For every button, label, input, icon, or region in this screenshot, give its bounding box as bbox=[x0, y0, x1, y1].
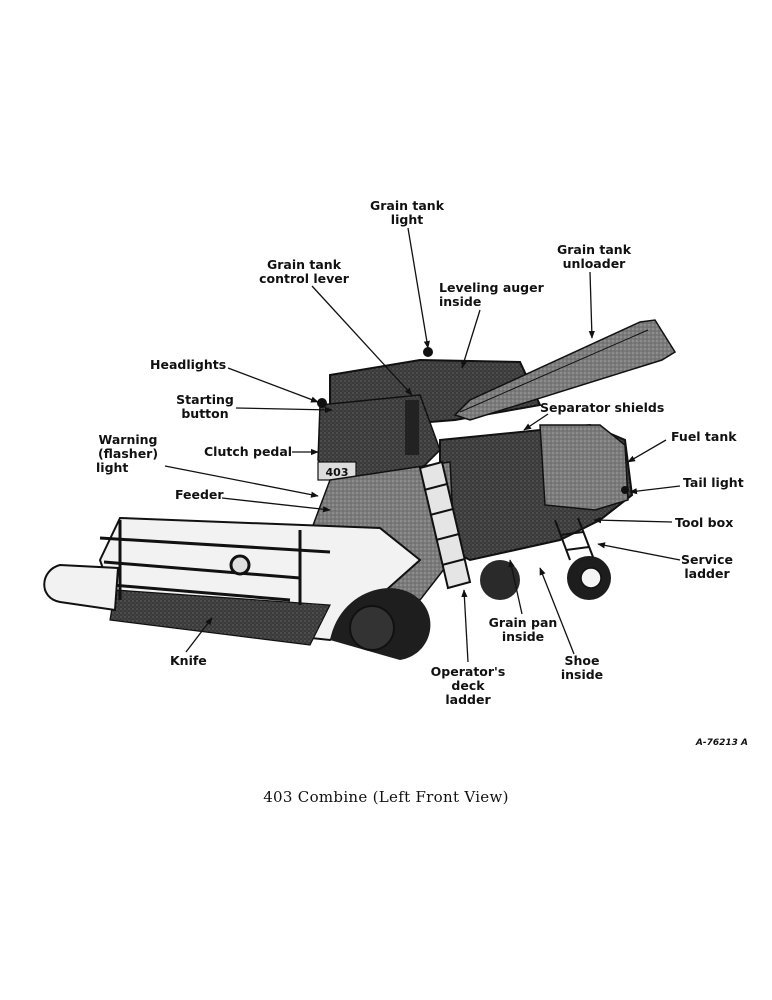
label-leveling-auger: Leveling auger inside bbox=[439, 280, 544, 309]
label-clutch-pedal: Clutch pedal bbox=[204, 444, 293, 459]
label-knife: Knife bbox=[170, 653, 207, 668]
label-starting-button: Starting button bbox=[176, 392, 234, 421]
label-grain-tank-unloader: Grain tank unloader bbox=[556, 242, 632, 271]
label-warning-light: Warning (flasher) light bbox=[96, 432, 159, 475]
steering-column bbox=[405, 400, 419, 455]
label-service-ladder: Service ladder bbox=[681, 552, 733, 581]
leader-grain-tank-control-lever bbox=[311, 285, 413, 396]
leader-shoe bbox=[539, 567, 575, 655]
leader-fuel-tank bbox=[627, 439, 667, 463]
leader-warning-light bbox=[164, 465, 319, 498]
label-grain-tank-light: Grain tank light bbox=[369, 198, 445, 227]
leader-grain-pan bbox=[508, 559, 523, 615]
leader-grain-tank-unloader bbox=[588, 271, 595, 339]
label-grain-tank-control-lever: Grain tank control lever bbox=[259, 257, 349, 286]
reel bbox=[99, 520, 331, 605]
label-separator-shields: Separator shields bbox=[540, 400, 665, 415]
leader-headlights bbox=[227, 367, 319, 403]
combine-body: 403 bbox=[43, 319, 677, 660]
service-ladder bbox=[554, 517, 594, 561]
unloader-auger bbox=[453, 319, 677, 421]
leader-separator-shields bbox=[523, 413, 549, 431]
leader-grain-tank-light bbox=[407, 227, 430, 349]
leader-lines bbox=[164, 227, 681, 663]
leader-operators-deck-ladder bbox=[461, 589, 469, 663]
drive-wheel bbox=[330, 588, 431, 660]
deck-ladder bbox=[418, 460, 472, 590]
grain-tank-light-lamp bbox=[423, 347, 433, 357]
leader-starting-button bbox=[235, 406, 333, 413]
leader-service-ladder bbox=[597, 542, 681, 561]
rear-wheel bbox=[567, 556, 611, 600]
label-grain-pan: Grain pan inside bbox=[488, 615, 558, 644]
label-fuel-tank: Fuel tank bbox=[671, 429, 737, 444]
grain-pan-wheel bbox=[480, 560, 520, 600]
leader-leveling-auger bbox=[461, 309, 481, 369]
leader-feeder bbox=[221, 497, 331, 513]
tail-light-lamp bbox=[621, 486, 629, 494]
label-shoe: Shoe inside bbox=[560, 653, 604, 682]
badge-text: 403 bbox=[326, 466, 349, 479]
leader-knife bbox=[185, 617, 213, 653]
headlight bbox=[317, 398, 327, 408]
rear-housing bbox=[539, 424, 629, 511]
label-operators-deck-ladder: Operator's deck ladder bbox=[430, 664, 506, 707]
label-tool-box: Tool box bbox=[675, 515, 734, 530]
label-tail-light: Tail light bbox=[683, 475, 744, 490]
reference-code: A-76213 A bbox=[695, 738, 748, 748]
figure-caption: 403 Combine (Left Front View) bbox=[263, 788, 509, 806]
label-headlights: Headlights bbox=[150, 357, 227, 372]
label-feeder: Feeder bbox=[175, 487, 224, 502]
leader-tail-light bbox=[629, 485, 681, 495]
crop-divider bbox=[43, 563, 120, 612]
leader-tool-box bbox=[593, 517, 673, 524]
